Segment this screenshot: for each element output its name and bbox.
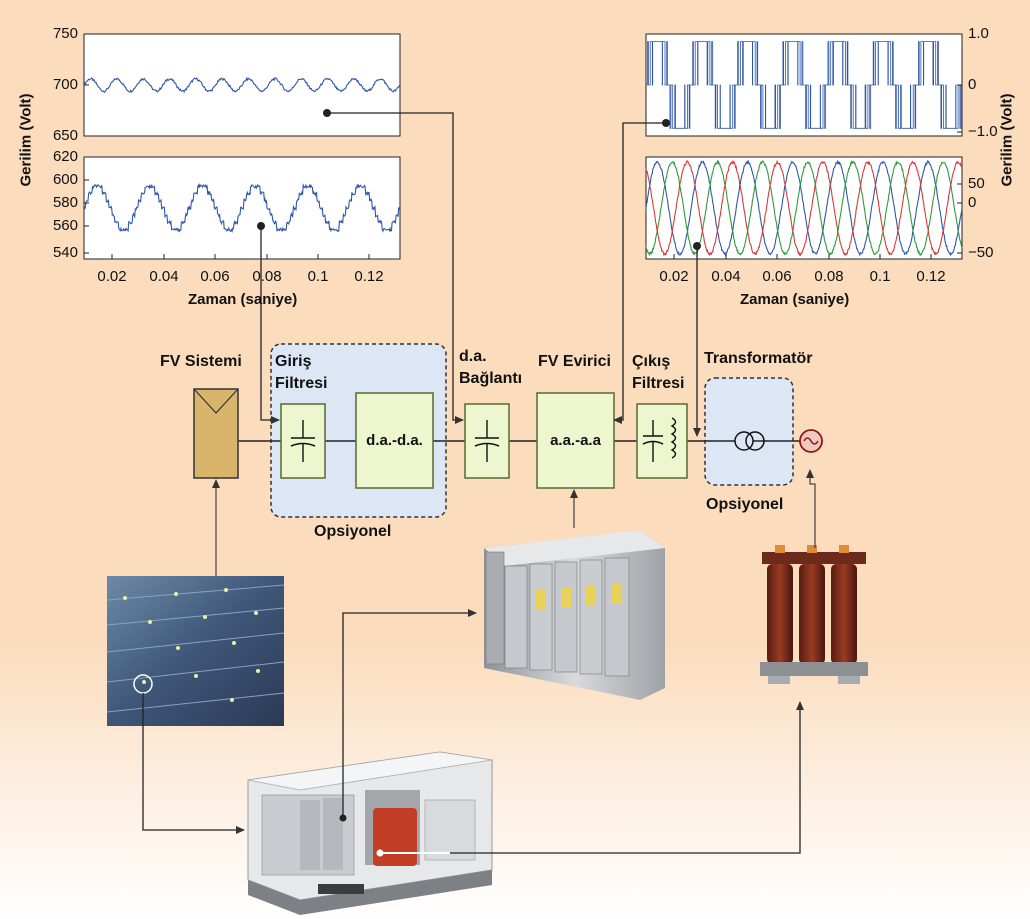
transformer-photo [760, 545, 868, 684]
y-tick-label: −1.0 [968, 123, 998, 140]
solar-field-photo [106, 576, 285, 726]
inverter-cabinet-photo [484, 530, 665, 700]
x-tick-label: 0.1 [307, 268, 329, 285]
y-tick-label: 750 [52, 25, 78, 42]
x-tick-label: 0.02 [97, 268, 127, 285]
x-tick-label: 0.04 [711, 268, 741, 285]
x-tick-label: 0.08 [252, 268, 282, 285]
probe-dot-container [339, 814, 347, 822]
probe-dot-three-phase [693, 242, 701, 250]
y-tick-label: 50 [968, 175, 985, 192]
label-dc-link-2: Bağlantı [459, 370, 523, 387]
series-dc-voltage [83, 76, 401, 94]
x-tick-label: 0.04 [149, 268, 179, 285]
y-tick-label: 600 [52, 171, 78, 188]
probe-dot-dc-voltage [323, 109, 331, 117]
x-axis-title-right: Zaman (saniye) [740, 291, 850, 308]
connector-container-to-cabinet [342, 609, 477, 818]
y-tick-label: 580 [52, 194, 78, 211]
connector-dc-voltage-to-dc-link [327, 112, 464, 424]
probe-dot-pwm [662, 119, 670, 127]
dcdc-converter-box [355, 392, 434, 489]
pv-module [193, 388, 239, 479]
y-tick-label: 1.0 [968, 25, 989, 42]
y-tick-label: 620 [52, 148, 78, 165]
inverter-label: a.a.-a.a [550, 432, 601, 449]
x-tick-label: 0.12 [354, 268, 384, 285]
label-transformer: Transformatör [704, 350, 813, 367]
y-tick-label: −50 [968, 244, 994, 261]
x-tick-label: 0.08 [814, 268, 844, 285]
y-tick-label: 560 [52, 217, 78, 234]
optional-region-right [704, 377, 794, 486]
series-phase-c [645, 159, 963, 257]
label-input-filter-1: Giriş [275, 353, 312, 370]
output-filter-block [636, 403, 688, 479]
label-pv-inverter: FV Evirici [538, 353, 611, 370]
input-filter-block [280, 403, 326, 479]
x-tick-label: 0.06 [762, 268, 792, 285]
connector-pwm-to-inverter [613, 122, 666, 424]
grid-source-icon [799, 429, 823, 453]
dcdc-converter-label: d.a.-d.a. [366, 432, 423, 449]
y-axis-title-right: Gerilim (Volt) [998, 93, 1016, 187]
label-output-filter-2: Filtresi [632, 375, 685, 392]
inverter-box [536, 392, 615, 489]
probe-dot-pv-voltage [257, 222, 265, 230]
series-pwm [646, 41, 962, 129]
probe-dot-container-transformer [376, 849, 384, 857]
dc-link-block [464, 403, 510, 479]
y-tick-label: 540 [52, 244, 78, 261]
label-pv-system: FV Sistemi [160, 353, 242, 370]
y-tick-label: 0 [968, 76, 977, 93]
transformer-symbol [734, 431, 765, 451]
x-tick-label: 0.12 [916, 268, 946, 285]
x-tick-label: 0.06 [200, 268, 230, 285]
label-optional-left: Opsiyonel [314, 523, 392, 540]
label-optional-right: Opsiyonel [706, 496, 784, 513]
label-output-filter-1: Çıkış [632, 353, 671, 370]
y-axis-title-left: Gerilim (Volt) [17, 93, 35, 187]
y-tick-label: 0 [968, 194, 977, 211]
label-input-filter-2: Filtresi [275, 375, 328, 392]
connector-container-to-transformer [450, 701, 804, 854]
label-dc-link-1: d.a. [459, 348, 487, 365]
series-phase-a [645, 159, 963, 257]
series-pv-voltage [83, 182, 401, 234]
connector-pv-voltage-to-input-filter [260, 226, 280, 424]
x-axis-title-left: Zaman (saniye) [188, 291, 298, 308]
x-tick-label: 0.1 [869, 268, 891, 285]
container-station-photo [247, 751, 493, 915]
y-tick-label: 700 [52, 76, 78, 93]
axis-tick-marks [84, 33, 962, 259]
connector-panel-to-container [142, 693, 245, 834]
y-tick-label: 650 [52, 127, 78, 144]
arrow-transformer-photo-to-grid [806, 469, 816, 548]
x-tick-label: 0.02 [659, 268, 689, 285]
